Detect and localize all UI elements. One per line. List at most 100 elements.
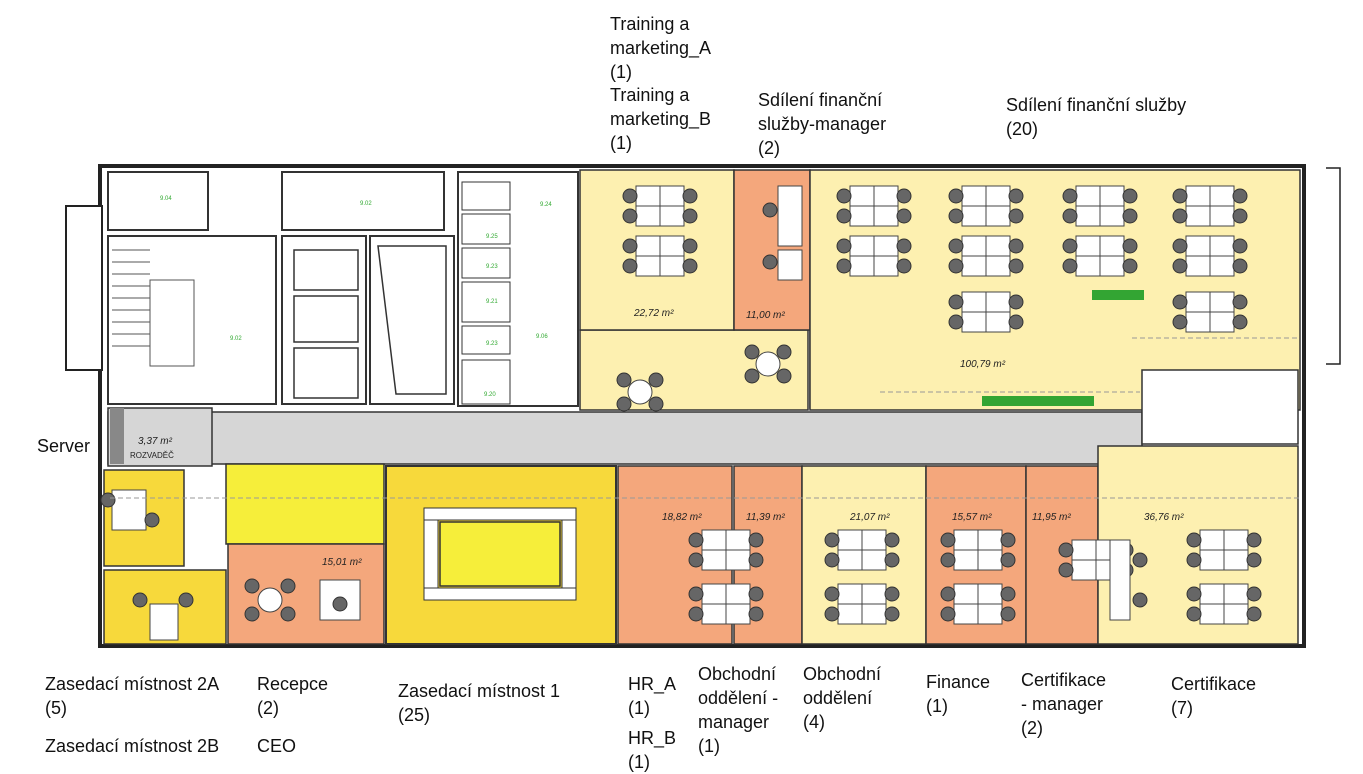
chair [688, 552, 704, 568]
desk [149, 603, 179, 641]
desk [961, 255, 987, 277]
chair [1062, 258, 1078, 274]
chair [948, 208, 964, 224]
chair [948, 188, 964, 204]
chair [762, 202, 778, 218]
area-label: 21,07 m² [849, 512, 890, 523]
chair [1008, 188, 1024, 204]
label-zas-1: Zasedací místnost 1 (25) [398, 681, 561, 725]
desk [873, 255, 899, 277]
desk [725, 603, 751, 625]
conference-table [439, 521, 561, 587]
desk-clusters [100, 185, 1262, 641]
desk [1199, 529, 1225, 551]
chair [132, 592, 148, 608]
chair [884, 532, 900, 548]
chair [1062, 188, 1078, 204]
desk [1185, 235, 1211, 257]
desk [1075, 235, 1101, 257]
chair [622, 258, 638, 274]
label-zas-2a: Zasedací místnost 2A (5) [45, 674, 220, 718]
area-label: 3,37 m² [138, 436, 173, 447]
conference-seats [423, 507, 577, 601]
svg-text:9.21: 9.21 [486, 299, 498, 305]
chair [896, 238, 912, 254]
svg-text:9.02: 9.02 [230, 336, 242, 342]
svg-text:9.02: 9.02 [360, 201, 372, 207]
desk [1223, 529, 1249, 551]
stair-annex [65, 205, 103, 371]
desk [977, 549, 1003, 571]
chair [1008, 208, 1024, 224]
label-fin-services: Sdílení finanční služby (20) [1006, 95, 1187, 139]
chair [1122, 188, 1138, 204]
round-table [755, 351, 781, 377]
desk [849, 255, 875, 277]
desk [873, 185, 899, 207]
chair [1186, 606, 1202, 622]
desk [701, 603, 727, 625]
desk [1185, 185, 1211, 207]
service-core: 9.04 9.02 9.02 9.24 9.25 9.23 9.21 9.23 … [107, 171, 579, 407]
svg-text:9.25: 9.25 [486, 234, 498, 240]
chair [1172, 238, 1188, 254]
desk [777, 185, 803, 247]
desk [1223, 583, 1249, 605]
chair [1246, 532, 1262, 548]
chair [748, 606, 764, 622]
chair [948, 258, 964, 274]
chair [1232, 258, 1248, 274]
chair [1186, 532, 1202, 548]
desk [1075, 255, 1101, 277]
chair [940, 586, 956, 602]
desk [837, 549, 863, 571]
desk [1109, 539, 1131, 621]
desk [701, 549, 727, 571]
desk [725, 529, 751, 551]
desk [777, 249, 803, 281]
desk [837, 583, 863, 605]
chair [824, 586, 840, 602]
desk [1199, 583, 1225, 605]
desk [635, 255, 661, 277]
chair [1232, 188, 1248, 204]
area-label: 11,39 m² [746, 512, 785, 523]
chair [332, 596, 348, 612]
chair [688, 586, 704, 602]
chair [622, 208, 638, 224]
chair [1000, 586, 1016, 602]
area-label: 36,76 m² [1144, 512, 1184, 523]
chair [748, 552, 764, 568]
desk [861, 549, 887, 571]
desk [1199, 603, 1225, 625]
desk [861, 583, 887, 605]
desk [1071, 559, 1097, 581]
desk [837, 529, 863, 551]
chair [940, 552, 956, 568]
room-text-rozvadec: ROZVADĚČ [130, 451, 174, 460]
desk [953, 583, 979, 605]
chair [1246, 586, 1262, 602]
chair [1122, 258, 1138, 274]
chair [1058, 562, 1074, 578]
chair [1008, 294, 1024, 310]
chair [1186, 552, 1202, 568]
chair [744, 344, 760, 360]
desk [1185, 291, 1211, 313]
chair [1172, 294, 1188, 310]
desk [1099, 185, 1125, 207]
chair [1172, 188, 1188, 204]
chair [1062, 238, 1078, 254]
desk [873, 205, 899, 227]
desk [659, 205, 685, 227]
chair [682, 188, 698, 204]
label-server: Server [37, 436, 91, 456]
label-fin-manager: Sdílení finanční služby-manager (2) [758, 90, 887, 158]
chair [1008, 314, 1024, 330]
chair [1000, 532, 1016, 548]
chair [896, 258, 912, 274]
desk [961, 311, 987, 333]
room-server [107, 407, 213, 467]
svg-text:9.04: 9.04 [160, 196, 172, 202]
round-table [627, 379, 653, 405]
